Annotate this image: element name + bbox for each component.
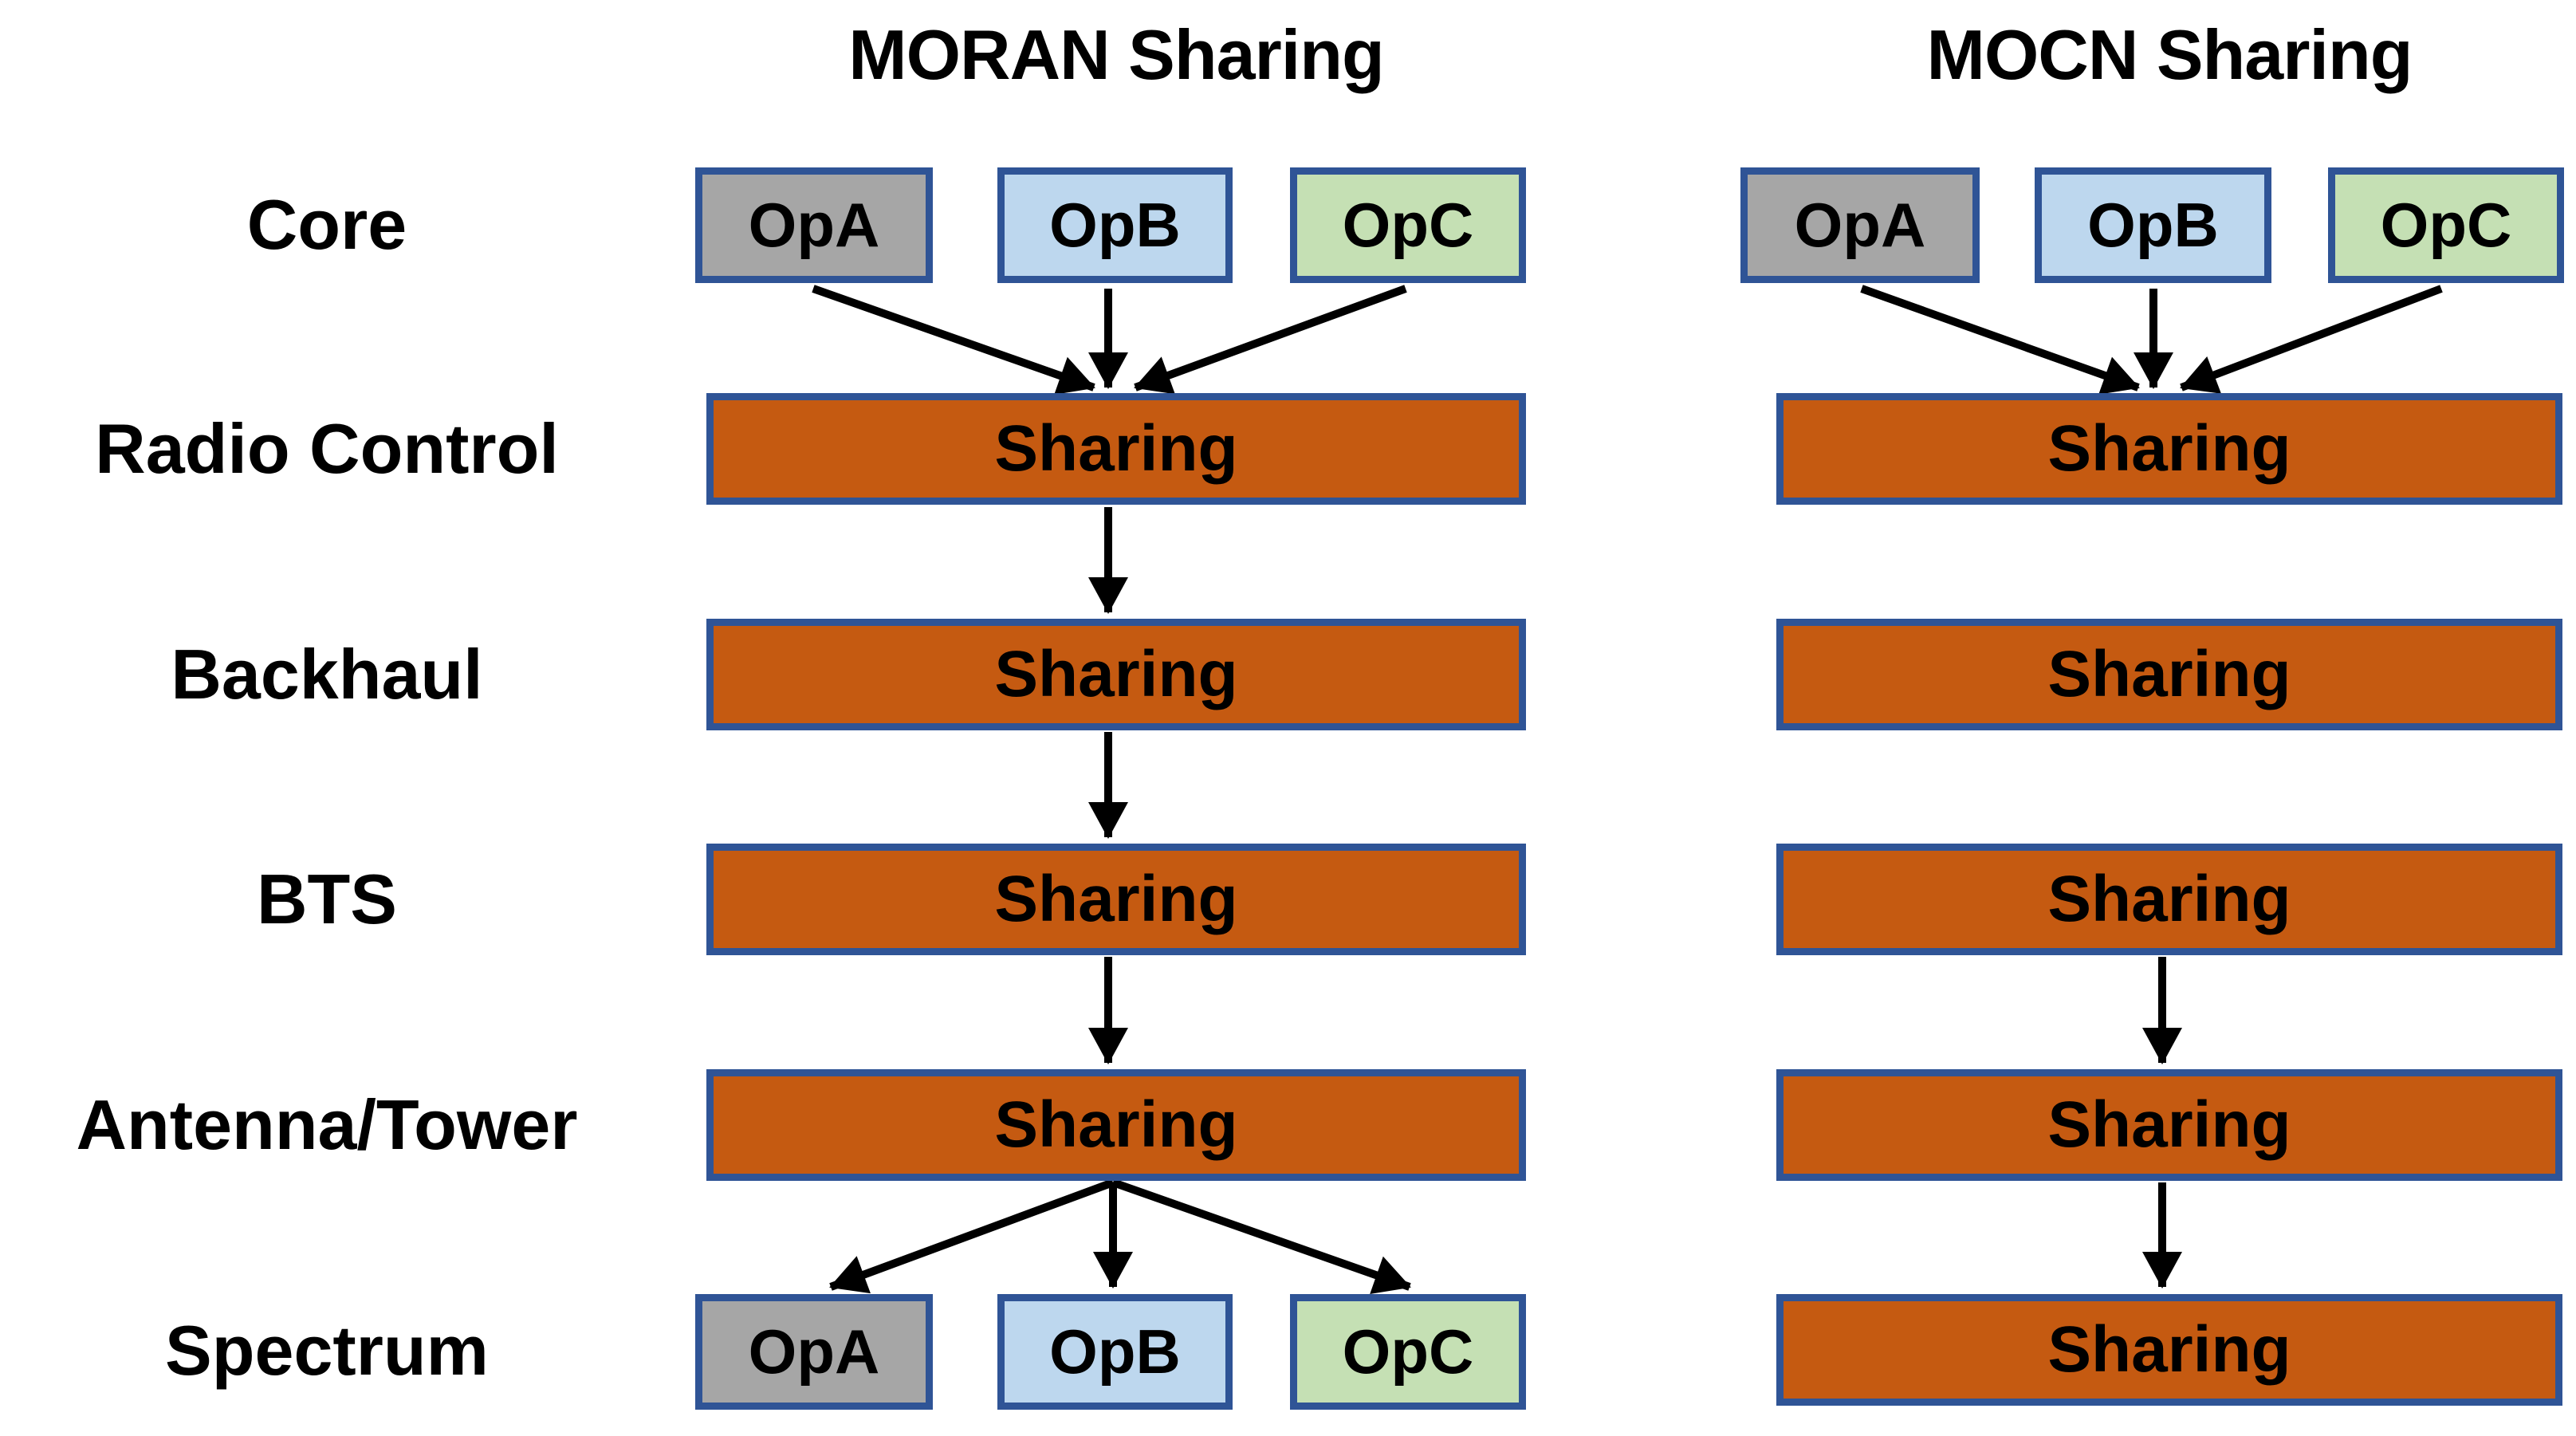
arrow-moran-opa-to-radio-control [812, 285, 1095, 395]
mocn-core-opc-box: OpC [2328, 167, 2564, 283]
moran-core-opb-box: OpB [997, 167, 1233, 283]
row-label-backhaul: Backhaul [171, 635, 483, 714]
mocn-backhaul-sharing-bar: Sharing [1776, 619, 2562, 730]
row-label-antenna-tower: Antenna/Tower [76, 1085, 578, 1164]
arrow-moran-antenna-tower-to-opa [829, 1178, 1115, 1294]
row-label-core: Core [246, 185, 407, 264]
moran-radio-control-sharing-bar: Sharing [706, 393, 1526, 505]
row-label-spectrum: Spectrum [165, 1311, 489, 1390]
mocn-column-title: MOCN Sharing [1926, 15, 2413, 94]
arrow-mocn-opa-to-radio-control [1860, 285, 2140, 395]
arrow-moran-antenna-tower-to-opc [1111, 1178, 1411, 1294]
mocn-antenna-tower-sharing-bar: Sharing [1776, 1069, 2562, 1181]
moran-column-title: MORAN Sharing [848, 15, 1384, 94]
row-label-radio-control: Radio Control [95, 409, 559, 488]
moran-spectrum-opb-box: OpB [997, 1294, 1233, 1410]
mocn-core-opb-box: OpB [2035, 167, 2271, 283]
moran-antenna-tower-sharing-bar: Sharing [706, 1069, 1526, 1181]
moran-core-opc-box: OpC [1290, 167, 1526, 283]
row-label-bts: BTS [257, 860, 397, 938]
mocn-radio-control-sharing-bar: Sharing [1776, 393, 2562, 505]
mocn-bts-sharing-bar: Sharing [1776, 844, 2562, 955]
moran-backhaul-sharing-bar: Sharing [706, 619, 1526, 730]
moran-spectrum-opc-box: OpC [1290, 1294, 1526, 1410]
moran-bts-sharing-bar: Sharing [706, 844, 1526, 955]
mocn-core-opa-box: OpA [1740, 167, 1980, 283]
arrow-moran-opc-to-radio-control [1134, 285, 1407, 395]
arrow-mocn-opc-to-radio-control [2180, 285, 2443, 394]
mocn-spectrum-sharing-bar: Sharing [1776, 1294, 2562, 1406]
moran-core-opa-box: OpA [695, 167, 933, 283]
moran-spectrum-opa-box: OpA [695, 1294, 933, 1410]
